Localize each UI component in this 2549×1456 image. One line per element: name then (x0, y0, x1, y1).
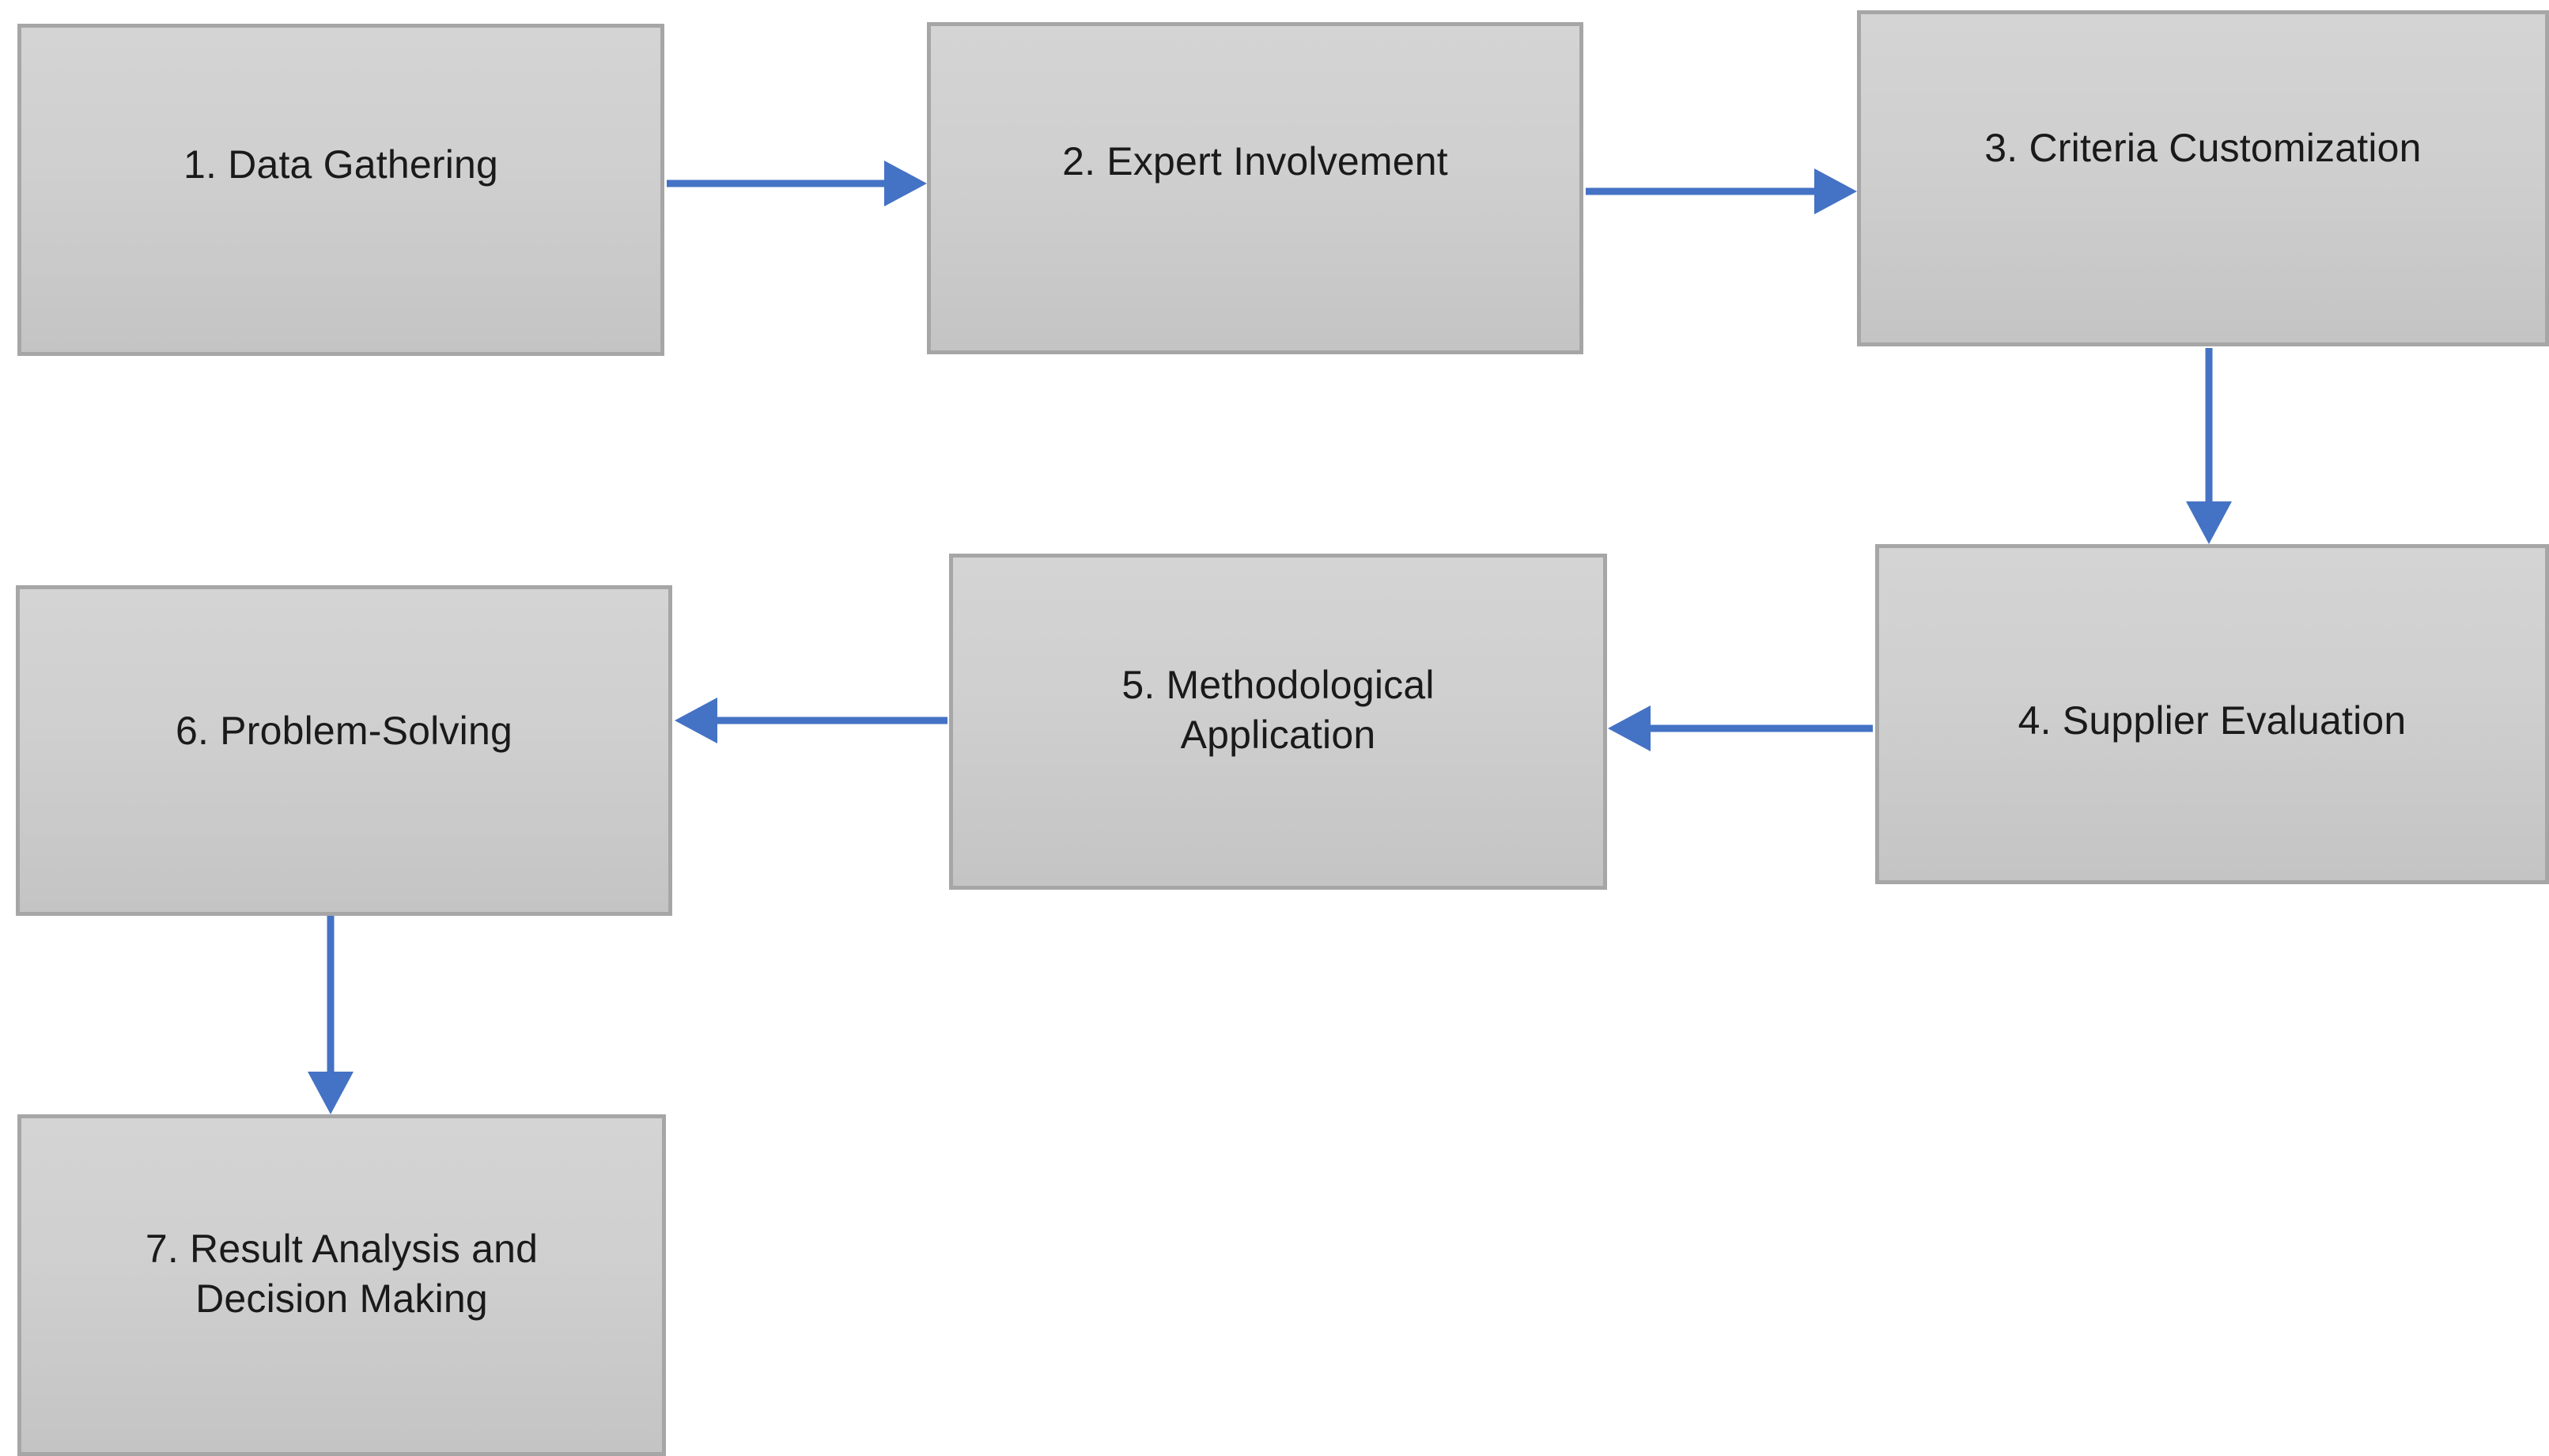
node-step-5[interactable]: 5. Methodological Application (949, 554, 1607, 890)
node-step-2[interactable]: 2. Expert Involvement (927, 22, 1583, 354)
node-step-1[interactable]: 1. Data Gathering (17, 24, 664, 356)
node-step-7-label: 7. Result Analysis and Decision Making (145, 1227, 539, 1321)
connector-step4-to-step5 (1608, 705, 1873, 751)
node-step-1-label: 1. Data Gathering (183, 142, 499, 187)
connector-step1-to-step2 (667, 161, 927, 206)
node-step-7[interactable]: 7. Result Analysis and Decision Making (17, 1114, 666, 1456)
connector-step2-to-step3 (1586, 168, 1857, 214)
node-step-5-label: 5. Methodological Application (1121, 663, 1435, 757)
node-step-4-label: 4. Supplier Evaluation (2018, 698, 2407, 743)
connector-step3-to-step4 (2186, 348, 2232, 544)
node-step-6[interactable]: 6. Problem-Solving (16, 585, 672, 916)
node-step-6-label: 6. Problem-Solving (175, 709, 512, 753)
connector-step5-to-step6 (675, 698, 947, 743)
connector-step6-to-step7 (308, 916, 354, 1114)
node-step-4[interactable]: 4. Supplier Evaluation (1875, 544, 2549, 884)
node-step-3[interactable]: 3. Criteria Customization (1857, 10, 2549, 346)
node-step-3-label: 3. Criteria Customization (1984, 126, 2422, 170)
node-step-2-label: 2. Expert Involvement (1062, 139, 1448, 183)
